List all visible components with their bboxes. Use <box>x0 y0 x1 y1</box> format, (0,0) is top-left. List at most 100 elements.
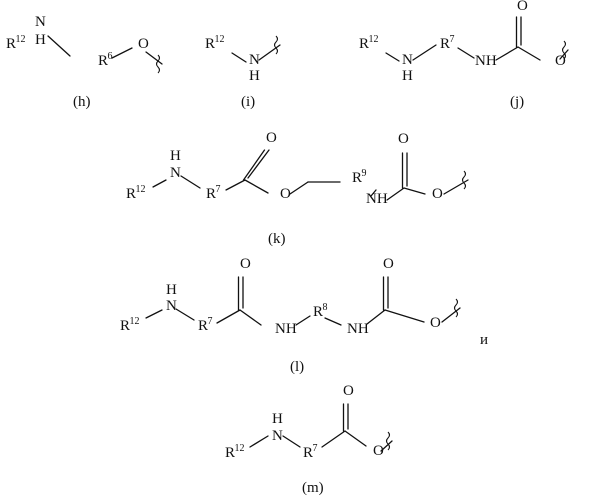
atom-superscript-j-r7: 7 <box>450 34 455 45</box>
atom-label-j-r: R <box>359 36 369 52</box>
structure-caption-j: (j) <box>510 94 524 110</box>
bond-k-3 <box>245 180 268 193</box>
structure-m: R12HNR7OO(m) <box>225 383 392 496</box>
bond-k-8 <box>404 188 425 194</box>
bond-h-1 <box>112 48 132 58</box>
atom-label-l-nh2: NH <box>347 321 369 337</box>
atom-label-h-r: R <box>6 36 16 52</box>
atom-label-k-o1: O <box>280 186 291 202</box>
atom-superscript-l-r: 12 <box>130 316 140 327</box>
atom-label-j-r7: R <box>440 36 450 52</box>
attachment-wavy-icon <box>387 432 390 450</box>
atom-superscript-m-r7: 7 <box>313 443 318 454</box>
atom-label-m-h: H <box>272 411 283 427</box>
bond-j-0 <box>386 53 399 61</box>
bond-m-1 <box>283 436 300 447</box>
structure-k: HNR12R7OOR9NHOO(k) <box>126 130 468 247</box>
bond-k-2 <box>226 180 245 190</box>
bond-m-0 <box>250 436 268 447</box>
atom-superscript-k-r9: 9 <box>362 168 367 179</box>
bond-l-6 <box>367 310 385 324</box>
double-bond-k-0-a <box>244 150 265 180</box>
structure-caption-k: (k) <box>268 231 286 247</box>
atom-label-l-nh1: NH <box>275 321 297 337</box>
atom-superscript-k-r: 12 <box>136 184 146 195</box>
atom-label-k-o_top2: O <box>398 131 409 147</box>
atom-label-k-o_top1: O <box>266 130 277 146</box>
bond-l-3 <box>240 310 261 325</box>
attachment-wavy-icon <box>455 299 458 317</box>
atom-label-j-n: N <box>402 52 413 68</box>
atom-label-k-h: H <box>170 148 181 164</box>
atom-label-j-o_top: O <box>517 0 528 14</box>
structure-caption-m: (m) <box>302 480 324 496</box>
bond-j-4 <box>518 47 540 60</box>
attachment-wavy-icon <box>157 55 160 73</box>
bond-h-0 <box>48 36 70 56</box>
attachment-wavy-icon <box>275 36 278 54</box>
attachment-wavy-icon <box>463 171 466 189</box>
bond-j-3 <box>496 47 518 60</box>
atom-superscript-m-r: 12 <box>235 443 245 454</box>
bond-k-0 <box>153 180 166 187</box>
atom-label-k-r9: R <box>352 170 362 186</box>
atom-superscript-l-r7: 7 <box>208 316 213 327</box>
atom-label-k-r: R <box>126 186 136 202</box>
structure-j: R12NHR7NHOO(j) <box>359 0 568 110</box>
atom-label-k-r7: R <box>206 186 216 202</box>
atom-superscript-k-r7: 7 <box>216 184 221 195</box>
atom-label-h-nh_n: N <box>35 14 46 30</box>
atom-label-h-r6: R <box>98 53 108 69</box>
atom-label-k-n: N <box>170 165 181 181</box>
bond-k-4 <box>290 182 308 194</box>
bond-k-1 <box>181 176 200 188</box>
atom-label-m-r: R <box>225 445 235 461</box>
atom-label-m-r7: R <box>303 445 313 461</box>
atom-superscript-i-r: 12 <box>215 34 225 45</box>
atom-label-i-n: N <box>249 52 260 68</box>
atom-label-l-o_top2: O <box>383 256 394 272</box>
atom-label-j-o: O <box>555 53 566 69</box>
atom-label-l-h: H <box>166 282 177 298</box>
bond-j-2 <box>458 48 474 58</box>
atom-label-m-o: O <box>373 443 384 459</box>
bond-l-1 <box>176 309 194 320</box>
atom-label-l-r7: R <box>198 318 208 334</box>
atom-label-i-r: R <box>205 36 215 52</box>
atom-label-l-n: N <box>166 298 177 314</box>
bond-i-0 <box>232 53 246 62</box>
bond-l-5 <box>325 318 341 325</box>
bond-l-0 <box>146 310 162 318</box>
atom-label-i-h: H <box>249 68 260 84</box>
atom-label-l-o: O <box>430 315 441 331</box>
atom-label-k-nh: NH <box>366 191 388 207</box>
structure-caption-i: (i) <box>241 94 255 110</box>
double-bond-k-0-b <box>248 150 269 178</box>
structure-l: HNR12R7ONHR8NHOO(l)и <box>120 256 488 375</box>
bond-l-2 <box>217 310 240 323</box>
structure-caption-h: (h) <box>73 94 91 110</box>
structure-i: R12NH (i) <box>205 34 280 110</box>
atom-label-m-n: N <box>272 428 283 444</box>
atom-superscript-j-r: 12 <box>369 34 379 45</box>
atom-label-j-h: H <box>402 68 413 84</box>
bond-k-9 <box>444 180 468 194</box>
atom-label-j-nh: NH <box>475 53 497 69</box>
bond-j-1 <box>413 45 436 60</box>
atom-superscript-l-r8: 8 <box>323 302 328 313</box>
atom-label-l-o_top1: O <box>240 256 251 272</box>
atom-label-m-o_top: O <box>343 383 354 399</box>
bond-m-2 <box>322 431 345 447</box>
structure-h: R12NHR6O(h) <box>6 14 162 110</box>
atom-label-h-nh_h: H <box>35 32 46 48</box>
atom-label-k-o2: O <box>432 186 443 202</box>
bond-m-3 <box>345 431 366 446</box>
bond-l-7 <box>385 310 424 322</box>
atom-label-l-r: R <box>120 318 130 334</box>
atom-label-l-r8: R <box>313 304 323 320</box>
atom-superscript-h-r: 12 <box>16 34 26 45</box>
atom-label-h-o: O <box>138 36 149 52</box>
bond-k-7 <box>387 188 404 200</box>
atom-superscript-h-r6: 6 <box>108 51 113 62</box>
